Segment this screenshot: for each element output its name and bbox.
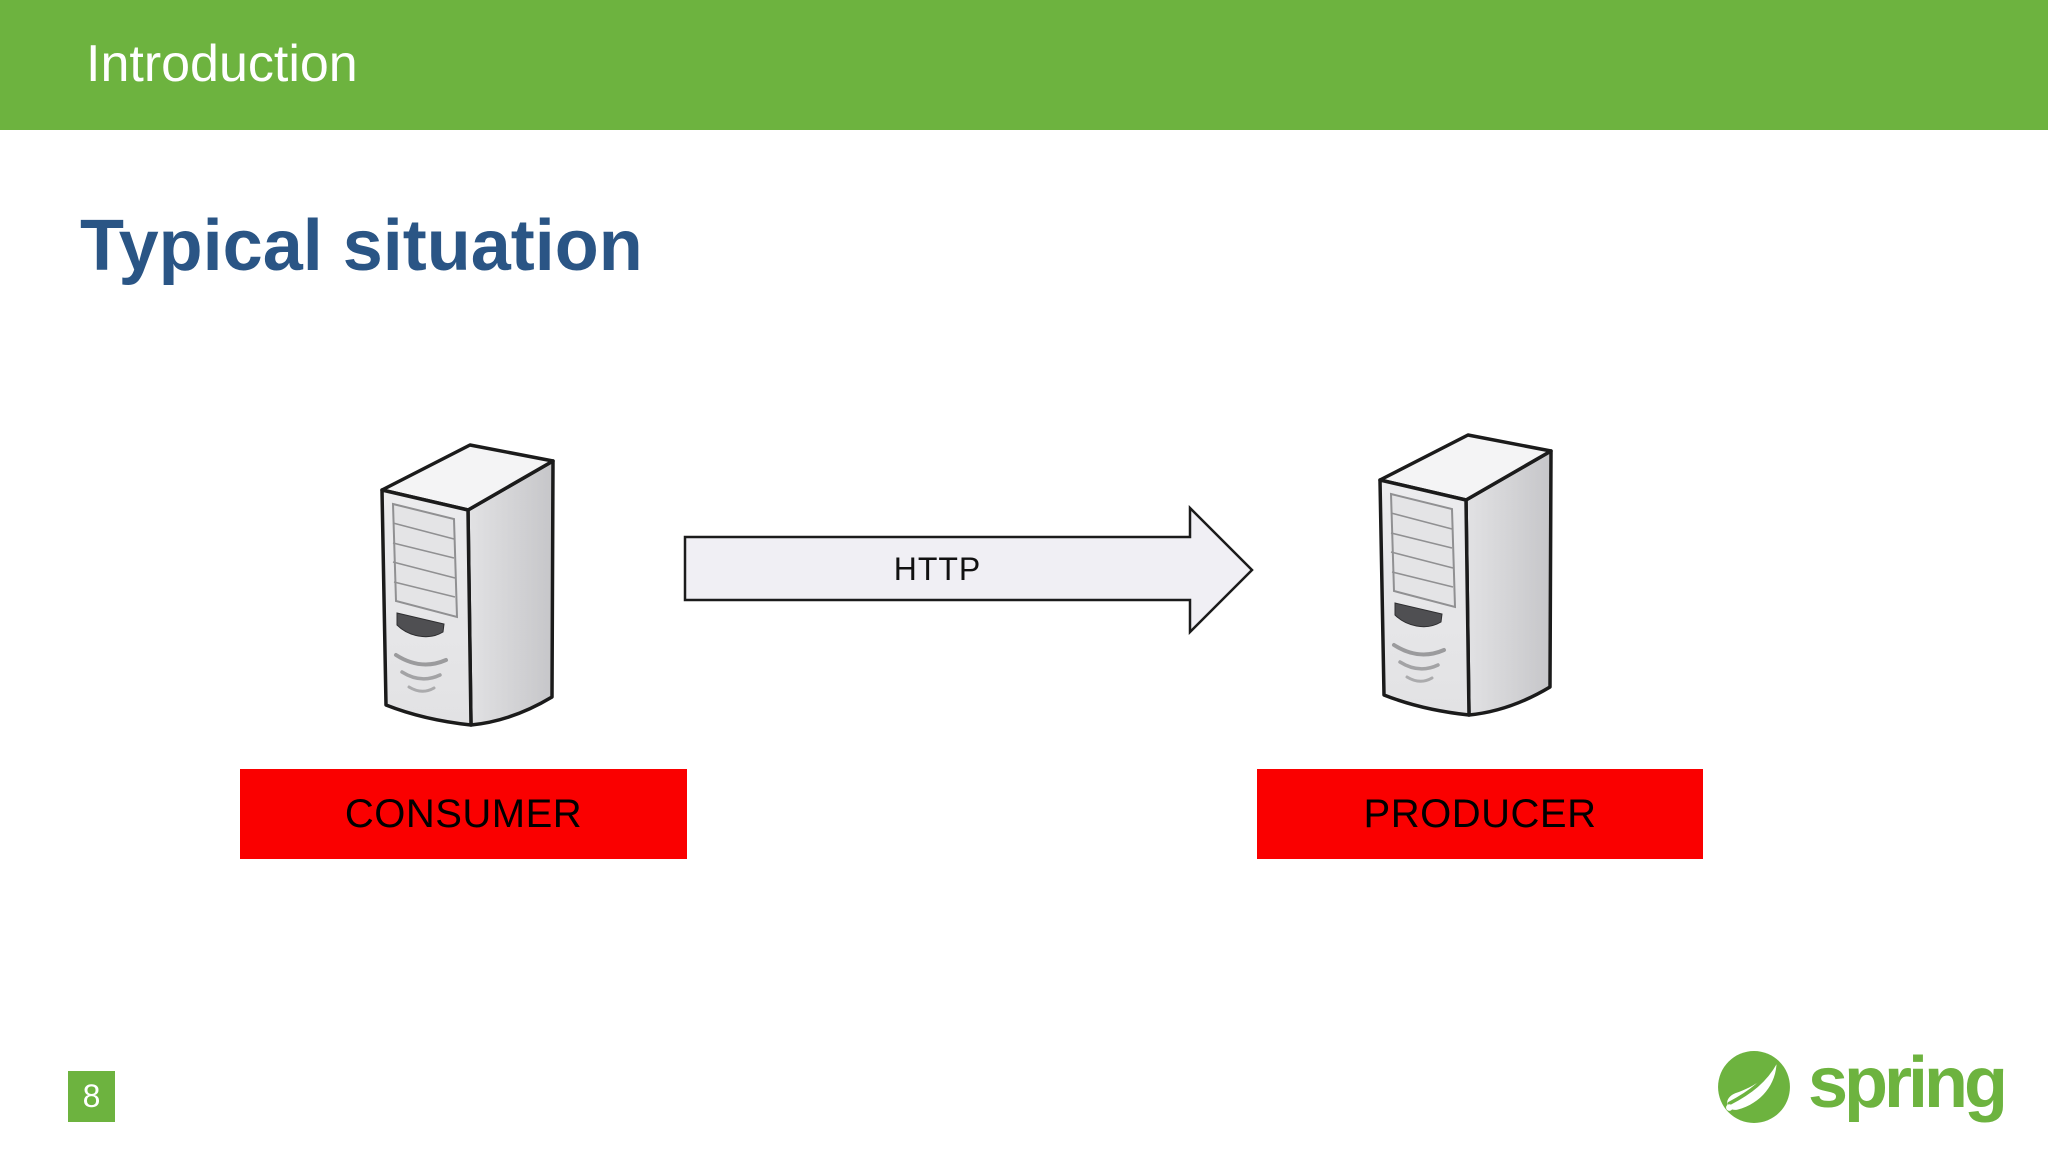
spring-logo-text: spring xyxy=(1808,1043,2008,1123)
server-tower-icon xyxy=(360,430,558,730)
consumer-label: CONSUMER xyxy=(240,769,687,859)
arrow-label: HTTP xyxy=(893,550,982,587)
right-arrow-icon xyxy=(683,505,1254,635)
server-tower-icon xyxy=(1358,420,1556,720)
spring-logo: spring xyxy=(1716,1043,2008,1126)
slide-title: Typical situation xyxy=(80,206,643,286)
section-label: Introduction xyxy=(86,35,358,93)
slide-header-bar: Introduction xyxy=(0,0,2048,130)
producer-label: PRODUCER xyxy=(1257,769,1703,859)
page-number-badge: 8 xyxy=(68,1071,115,1122)
spring-leaf-icon xyxy=(1718,1051,1790,1123)
